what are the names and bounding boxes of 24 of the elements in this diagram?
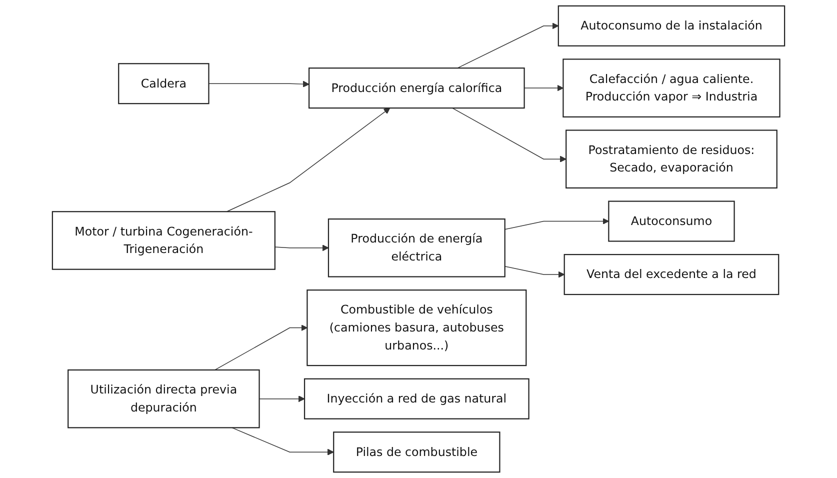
node-box: Motor / turbina Cogeneración- Trigeneración xyxy=(52,211,276,270)
arrow xyxy=(274,244,329,252)
arrow xyxy=(524,84,564,92)
node-box: Postratamiento de residuos: Secado, evaporación xyxy=(566,130,778,188)
node-box: Venta del excedente a la red xyxy=(564,254,780,296)
arrow xyxy=(214,324,308,370)
arrow xyxy=(258,396,305,402)
node-box: Calefacción / agua caliente. Producción vapor ⇒ Industria xyxy=(562,58,780,118)
node-box: Producción de energía eléctrica xyxy=(328,218,506,278)
node-box: Caldera xyxy=(118,63,210,104)
node-box: Producción energía calorífica xyxy=(308,68,525,109)
arrow xyxy=(504,266,565,278)
node-box: Inyección a red de gas natural xyxy=(304,378,530,420)
arrow xyxy=(208,80,310,88)
node-box: Pilas de combustible xyxy=(333,432,500,473)
arrow xyxy=(226,108,390,212)
node-box: Autoconsumo de la instalación xyxy=(558,5,786,46)
node-box: Autoconsumo xyxy=(608,200,735,242)
node-box: Utilización directa previa depuración xyxy=(68,369,260,428)
node-box: Combustible de vehículos (camiones basura, autobuses urbanos...) xyxy=(306,290,527,366)
arrow xyxy=(504,218,609,230)
arrow xyxy=(452,108,566,162)
arrow xyxy=(457,22,559,68)
arrow xyxy=(232,427,334,456)
